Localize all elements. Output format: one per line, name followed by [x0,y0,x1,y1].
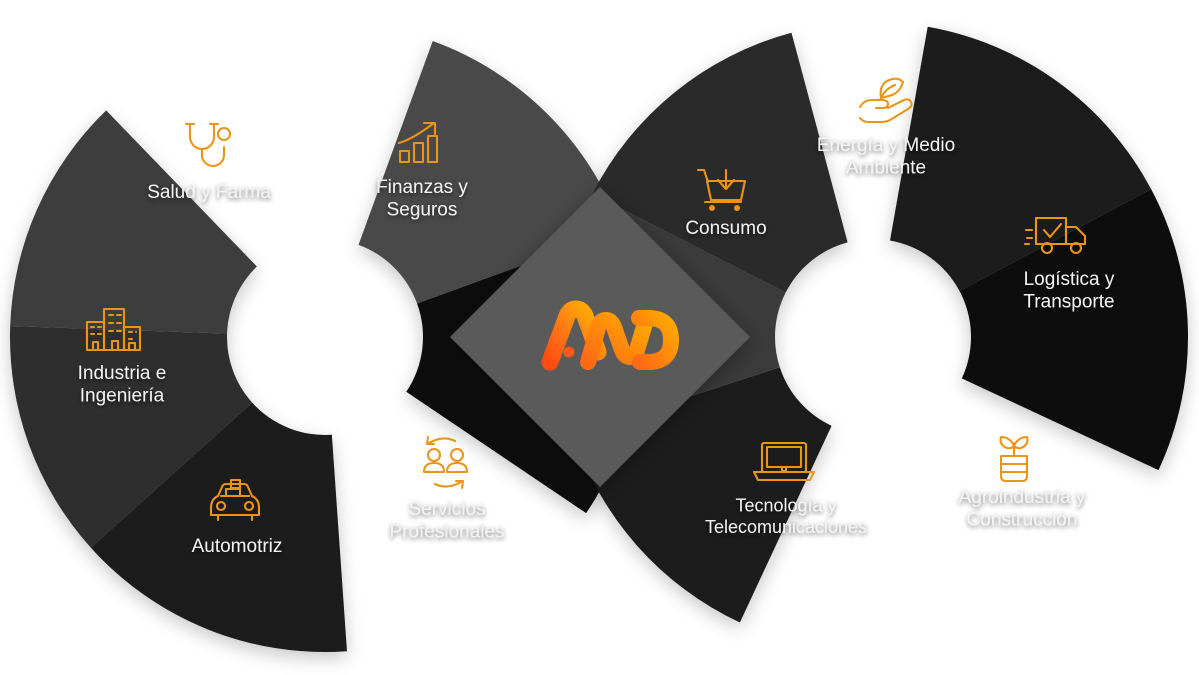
donut-segment-agroindustria-y-construccion[interactable] [890,26,1152,291]
label-line: Finanzas y [376,177,468,198]
center-panel-group [450,187,750,487]
growth-chart-icon [397,121,439,164]
hand-plant-icon [858,77,913,124]
delivery-truck-icon [1023,216,1087,255]
label-line: Profesionales [389,521,504,542]
segment-label-salud-y-farma: Salud y Farma [147,182,271,203]
label-line: Energía y Medio [817,135,955,156]
people-cycle-icon [422,435,469,490]
label-line: Industria e [78,363,167,384]
label-line: Seguros [387,199,458,220]
label-line: Ambiente [846,157,926,178]
label-line: Servicios [408,499,485,520]
label-line: Construcción [967,509,1078,530]
donut-segment-salud-y-farma[interactable] [9,326,253,548]
segment-content-salud-y-farma[interactable]: Salud y Farma [147,122,271,203]
label-line: Salud y Farma [147,182,271,203]
laptop-icon [752,441,816,482]
segment-content-automotriz[interactable]: Automotriz [192,478,283,557]
donut-segment-logistica-y-transporte[interactable] [592,32,848,293]
donut-segment-finanzas-y-seguros[interactable] [10,110,257,334]
donut-segment-industria-e-ingenieria[interactable] [90,402,347,652]
stethoscope-icon [184,122,232,167]
label-line: Consumo [685,218,766,239]
shopping-cart-icon [696,168,747,211]
label-line: Telecomunicaciones [705,517,867,537]
label-line: Agroindustria y [959,487,1086,508]
factory-buildings-icon [85,307,142,352]
donut-segment-tecnologia-y-telecomunicaciones[interactable] [959,189,1188,471]
segment-content-consumo[interactable]: Consumo [685,168,767,239]
label-line: Tecnología y [735,495,836,515]
car-icon [209,478,261,522]
segment-label-consumo: Consumo [685,218,766,239]
label-line: Logística y [1024,269,1115,290]
label-line: Transporte [1023,291,1114,312]
label-line: Automotriz [192,536,283,557]
amd-logo [541,300,679,371]
segment-label-automotriz: Automotriz [192,536,283,557]
label-line: Ingeniería [80,385,165,406]
potted-plant-icon [999,435,1029,483]
